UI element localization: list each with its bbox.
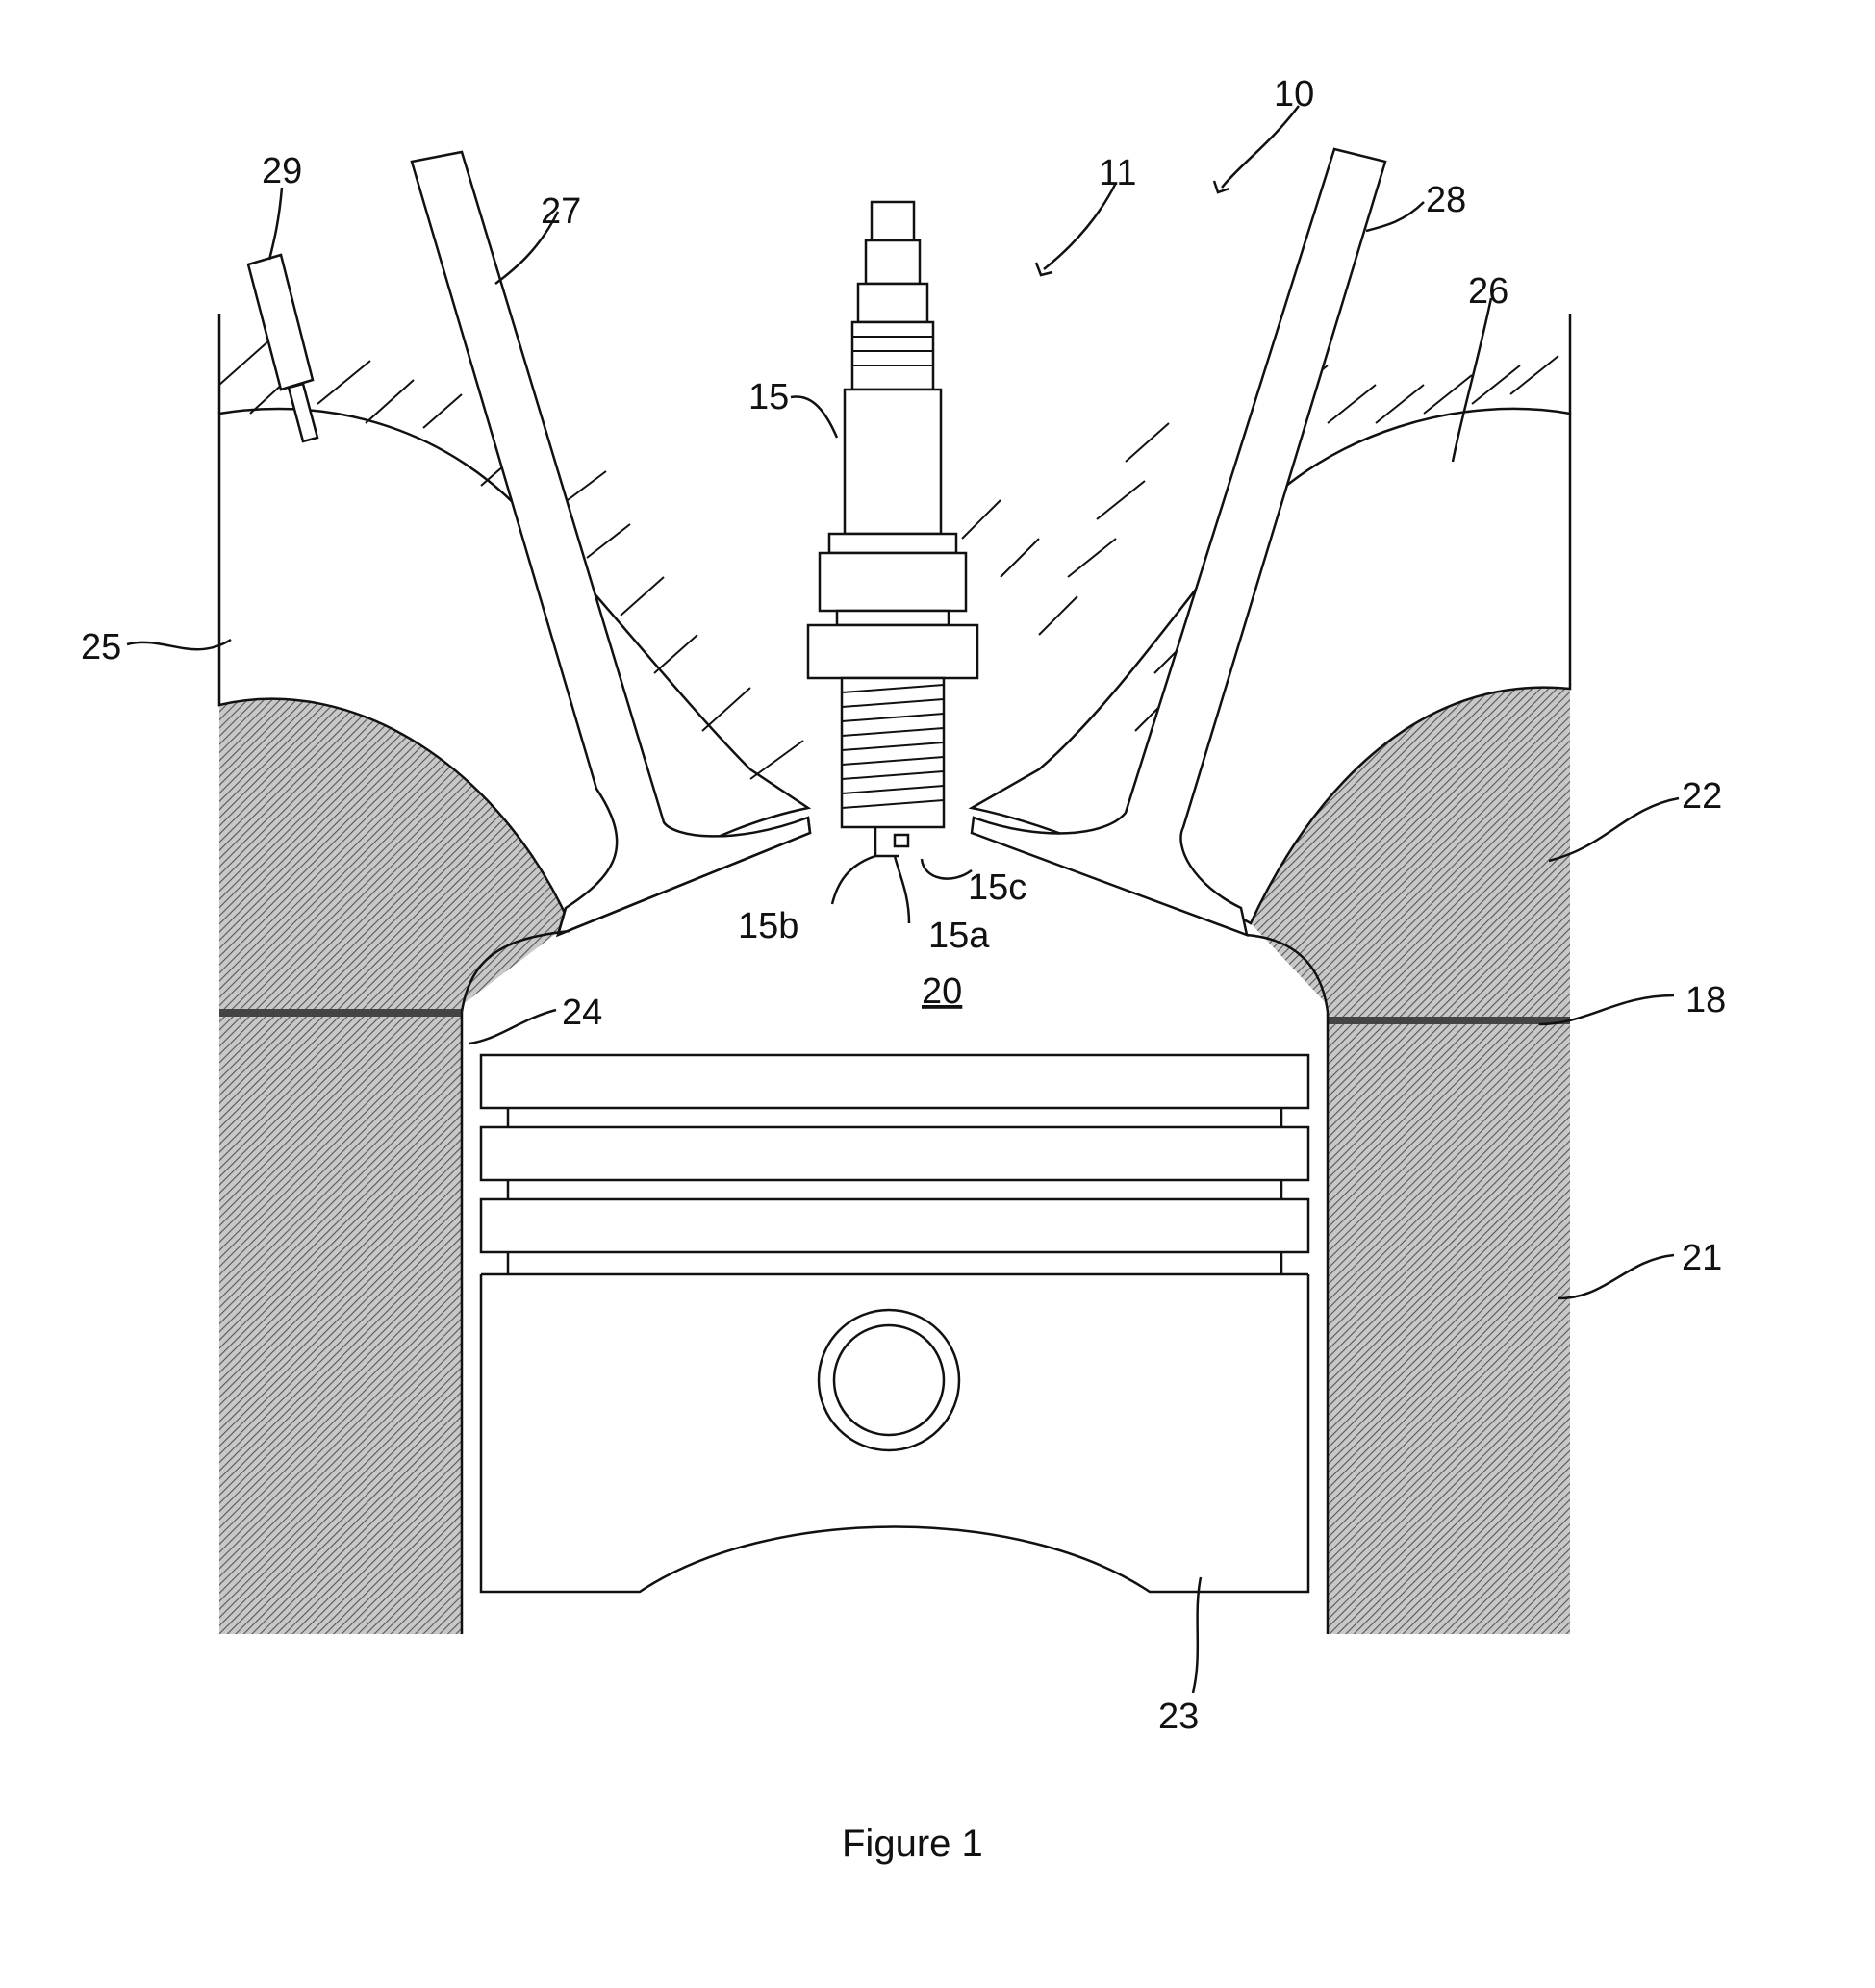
label-28: 28 <box>1426 180 1466 220</box>
piston <box>481 1055 1308 1592</box>
label-27: 27 <box>541 191 581 232</box>
label-15a: 15a <box>928 916 990 956</box>
label-15c: 15c <box>968 868 1026 908</box>
label-15: 15 <box>748 377 789 417</box>
label-22: 22 <box>1682 776 1722 817</box>
label-25: 25 <box>81 627 121 667</box>
label-24: 24 <box>562 993 602 1033</box>
label-18: 18 <box>1685 980 1726 1020</box>
piston-pin <box>834 1325 944 1435</box>
label-21: 21 <box>1682 1238 1722 1278</box>
cylinder-bore <box>462 931 1328 1634</box>
label-23: 23 <box>1158 1697 1199 1737</box>
label-11: 11 <box>1099 153 1136 193</box>
spark-plug <box>808 202 977 856</box>
label-29: 29 <box>262 151 302 191</box>
label-20: 20 <box>922 971 962 1012</box>
piston-pin-boss <box>819 1310 959 1450</box>
label-10: 10 <box>1274 74 1314 114</box>
sensor <box>248 255 317 441</box>
label-26: 26 <box>1468 271 1508 312</box>
figure-caption: Figure 1 <box>842 1823 983 1865</box>
label-15b: 15b <box>738 906 798 946</box>
